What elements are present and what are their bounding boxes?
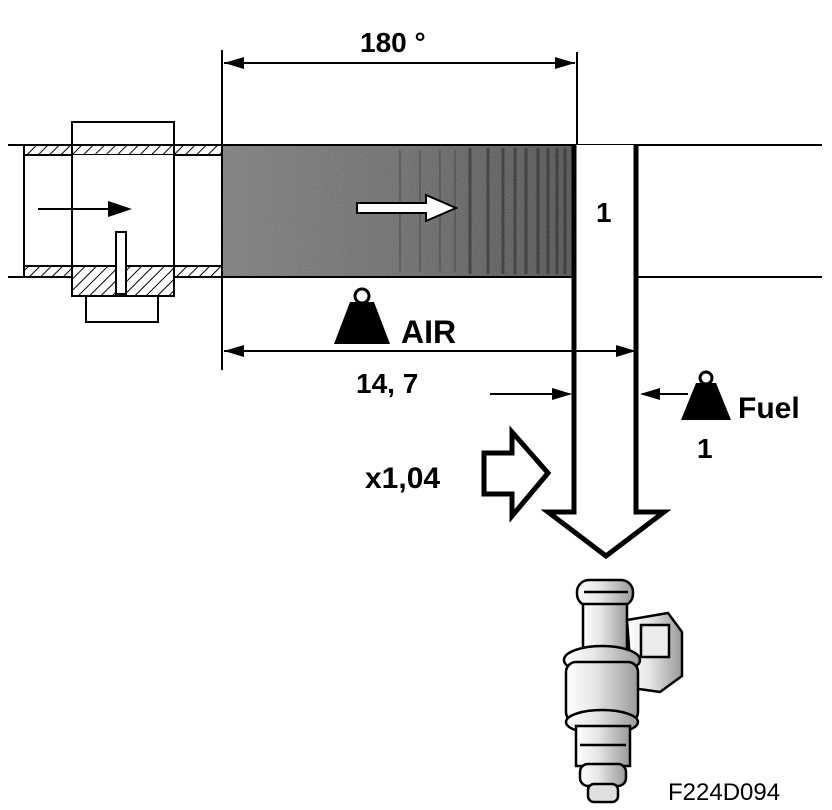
angle-dimension	[221, 50, 575, 145]
correction-label: x1,04	[365, 462, 440, 495]
chamber-index-label: 1	[596, 197, 612, 228]
correction-arrow-icon	[481, 425, 552, 523]
fuel-width-arrows	[490, 388, 688, 400]
air-flow-meter	[71, 121, 175, 323]
air-charge-block	[221, 144, 577, 370]
ratio-dimension	[224, 345, 636, 357]
figure-code: F224D094	[668, 779, 780, 806]
fuel-label: Fuel	[738, 392, 800, 425]
fuel-ratio-label: 1	[697, 433, 713, 464]
flow-arrow-icon	[38, 201, 132, 217]
air-weight-icon	[334, 287, 390, 344]
air-flow-arrow-icon	[356, 193, 459, 223]
ratio-label: 14, 7	[356, 368, 418, 399]
air-label: AIR	[401, 314, 456, 350]
angle-label: 180 °	[360, 27, 426, 58]
fuel-weight-icon	[681, 370, 731, 420]
fuel-injector-icon	[562, 578, 684, 804]
